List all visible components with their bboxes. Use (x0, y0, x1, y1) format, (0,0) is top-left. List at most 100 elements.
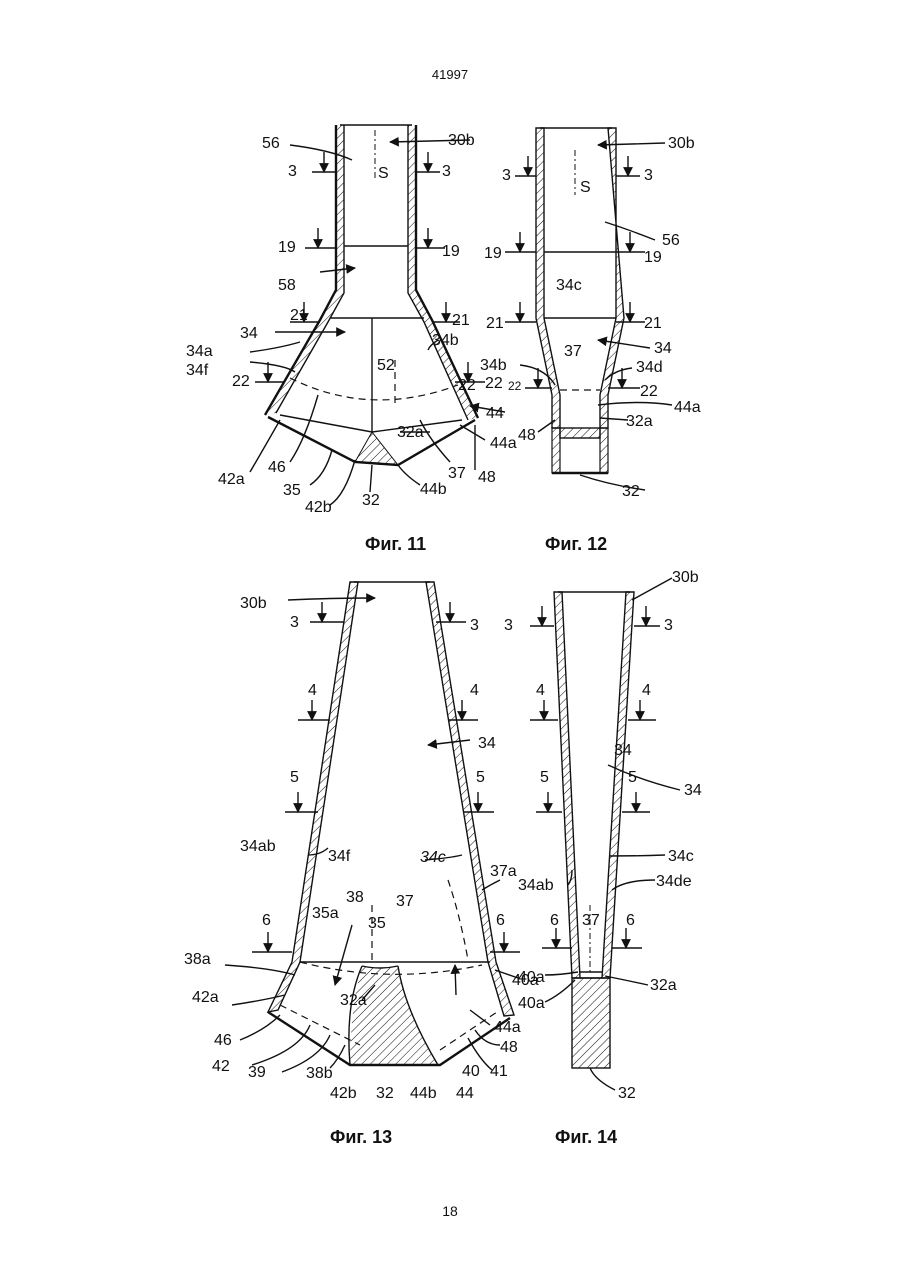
fig13-label: 42b (330, 1085, 357, 1102)
fig13-label: 40 (462, 1063, 480, 1080)
fig13-label: 37a (490, 863, 517, 880)
fig11-label: 52 (377, 357, 395, 374)
fig13-label: 38 (346, 889, 364, 906)
fig11-label: 22 (232, 373, 250, 390)
fig11-label: 34a (186, 343, 213, 360)
fig12-label: 56 (662, 232, 680, 249)
fig11-label: S (378, 165, 389, 182)
fig13-label: 46 (214, 1032, 232, 1049)
fig14-label: 4 (642, 682, 651, 699)
fig11-label: 34f (186, 362, 209, 379)
fig11-label: 30b (448, 132, 475, 149)
fig11-label: 46 (268, 459, 286, 476)
fig12-label: 32 (622, 483, 640, 500)
fig14-label: 30b (672, 569, 699, 586)
fig11-label: 58 (278, 277, 296, 294)
fig12-label: 22 (485, 375, 503, 392)
fig13-label: 35a (312, 905, 339, 922)
fig11-label: 21 (290, 307, 308, 324)
fig14-label: 40a (518, 969, 545, 986)
fig13-label: 30b (240, 595, 267, 612)
fig14-label: 34 (684, 782, 702, 799)
fig14-label: 5 (628, 769, 637, 786)
fig13-label: 34c (420, 849, 446, 866)
fig13-label: 4 (308, 682, 317, 699)
fig11-label: 32a (397, 424, 424, 441)
fig11-label: 34b (432, 332, 459, 349)
fig13-label: 34f (328, 848, 351, 865)
fig14-label: 34 (614, 742, 632, 759)
fig14-label: 34c (668, 848, 694, 865)
fig11-label: 3 (288, 163, 297, 180)
fig13-label: 34ab (240, 838, 276, 855)
fig14-label: 34ab (518, 877, 554, 894)
fig11-caption: Фиг. 11 (365, 534, 426, 554)
fig14-caption: Фиг. 14 (555, 1127, 617, 1147)
fig12-label: 3 (502, 167, 511, 184)
fig11-label: 21 (452, 312, 470, 329)
fig11-label: 34 (240, 325, 258, 342)
fig14-label: 4 (536, 682, 545, 699)
fig14-label: 6 (626, 912, 635, 929)
fig12-caption: Фиг. 12 (545, 534, 607, 554)
fig12-label: 32a (626, 413, 653, 430)
page-number: 18 (0, 1203, 900, 1219)
fig14-label: 40a (518, 995, 545, 1012)
fig12-label: 22 (640, 383, 658, 400)
fig13-label: 37 (396, 893, 414, 910)
fig13-right-wall (426, 582, 514, 1016)
fig13-label: 48 (500, 1039, 518, 1056)
fig13-label: 38a (184, 951, 211, 968)
fig12-label: 34d (636, 359, 663, 376)
fig13-label: 44 (456, 1085, 474, 1102)
fig11-label: 32 (362, 492, 380, 509)
fig13-label: 44b (410, 1085, 437, 1102)
fig13-label: 34 (478, 735, 496, 752)
fig12-label: 30b (668, 135, 695, 152)
fig13-label: 3 (290, 614, 299, 631)
fig12-label: S (580, 179, 591, 196)
fig14-label: 3 (664, 617, 673, 634)
fig11-label: 48 (478, 469, 496, 486)
fig13-label: 42a (192, 989, 219, 1006)
fig12-label: 21 (644, 315, 662, 332)
fig11-label: 37 (448, 465, 466, 482)
fig13-label: 41 (490, 1063, 508, 1080)
fig14-label: 34de (656, 873, 692, 890)
fig12-label: 48 (518, 427, 536, 444)
fig13-caption: Фиг. 13 (330, 1127, 392, 1147)
fig13-label: 5 (290, 769, 299, 786)
fig13-label: 6 (262, 912, 271, 929)
fig11-label: 19 (442, 243, 460, 260)
fig11-labels: 56 30b 3 3 S 19 19 58 21 21 34 34b 34a 3… (186, 132, 517, 516)
fig12-label: 22 (508, 379, 522, 393)
fig13-label: 32a (340, 992, 367, 1009)
fig12-label: 44a (674, 399, 701, 416)
fig11-label: 42a (218, 471, 245, 488)
fig13-label: 39 (248, 1064, 266, 1081)
fig11-label: 42b (305, 499, 332, 516)
fig14-label: 32 (618, 1085, 636, 1102)
fig13-label: 42 (212, 1058, 230, 1075)
fig11-left-inner-wall (276, 125, 344, 413)
fig11-label: 22 (458, 377, 476, 394)
fig12-label: 19 (644, 249, 662, 266)
fig14-label: 3 (504, 617, 513, 634)
fig13-label: 32 (376, 1085, 394, 1102)
fig13-label: 38b (306, 1065, 333, 1082)
fig11-label: 56 (262, 135, 280, 152)
fig13-label: 6 (496, 912, 505, 929)
fig13-label: 4 (470, 682, 479, 699)
fig11-label: 3 (442, 163, 451, 180)
fig14-label: 5 (540, 769, 549, 786)
fig14-label: 6 (550, 912, 559, 929)
fig11-label: 19 (278, 239, 296, 256)
fig11-label: 35 (283, 482, 301, 499)
fig12-label: 34b (480, 357, 507, 374)
figure-13-drawing (225, 582, 520, 1072)
fig11-label: 44b (420, 481, 447, 498)
figure-14-drawing (530, 578, 680, 1090)
fig13-label: 3 (470, 617, 479, 634)
fig12-label: 37 (564, 343, 582, 360)
